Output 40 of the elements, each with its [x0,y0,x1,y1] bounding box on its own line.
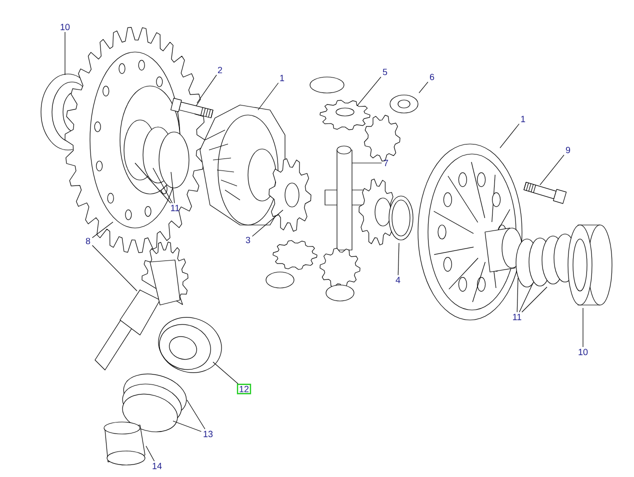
leader-line [540,154,564,186]
leader-line [146,446,155,462]
leader-line [356,76,382,106]
leader-line [92,245,138,292]
callout-number: 4 [396,276,400,284]
callout-number: 7 [384,160,388,166]
callout-number: 5 [382,68,388,76]
leader-line [196,74,217,104]
callout-number: 8 [86,238,90,244]
leader-line [522,286,548,312]
leader-line [398,242,400,276]
leader-line [172,420,202,432]
leader-line [252,210,284,237]
callout-number: 11 [171,204,180,212]
leader-line [516,278,518,312]
callout-number: 1 [521,116,526,122]
callout-number: 1 [280,74,284,82]
callout-number: 9 [566,146,570,154]
callout-number: 14 [152,462,162,470]
callout-number: 10 [60,24,70,30]
leader-line [500,124,520,148]
callout-number: 3 [246,236,250,244]
callout-number: 11 [513,314,522,320]
leader-line [212,362,238,384]
callout-number: 2 [218,66,222,74]
leader-line [418,82,428,94]
leader-line [186,400,206,430]
leader-line [64,32,66,76]
leader-line [152,168,173,204]
callout-number: 13 [204,430,213,438]
callout-number: 6 [430,74,434,80]
leader-line [258,82,279,110]
leader-line [582,308,584,348]
highlighted-callout-number: 12 [236,384,252,394]
callout-number: 10 [578,348,588,356]
leader-line [352,162,382,164]
leader-line [170,172,175,204]
leader-line [134,162,171,204]
leader-line [519,282,534,312]
leader-line [92,222,114,238]
